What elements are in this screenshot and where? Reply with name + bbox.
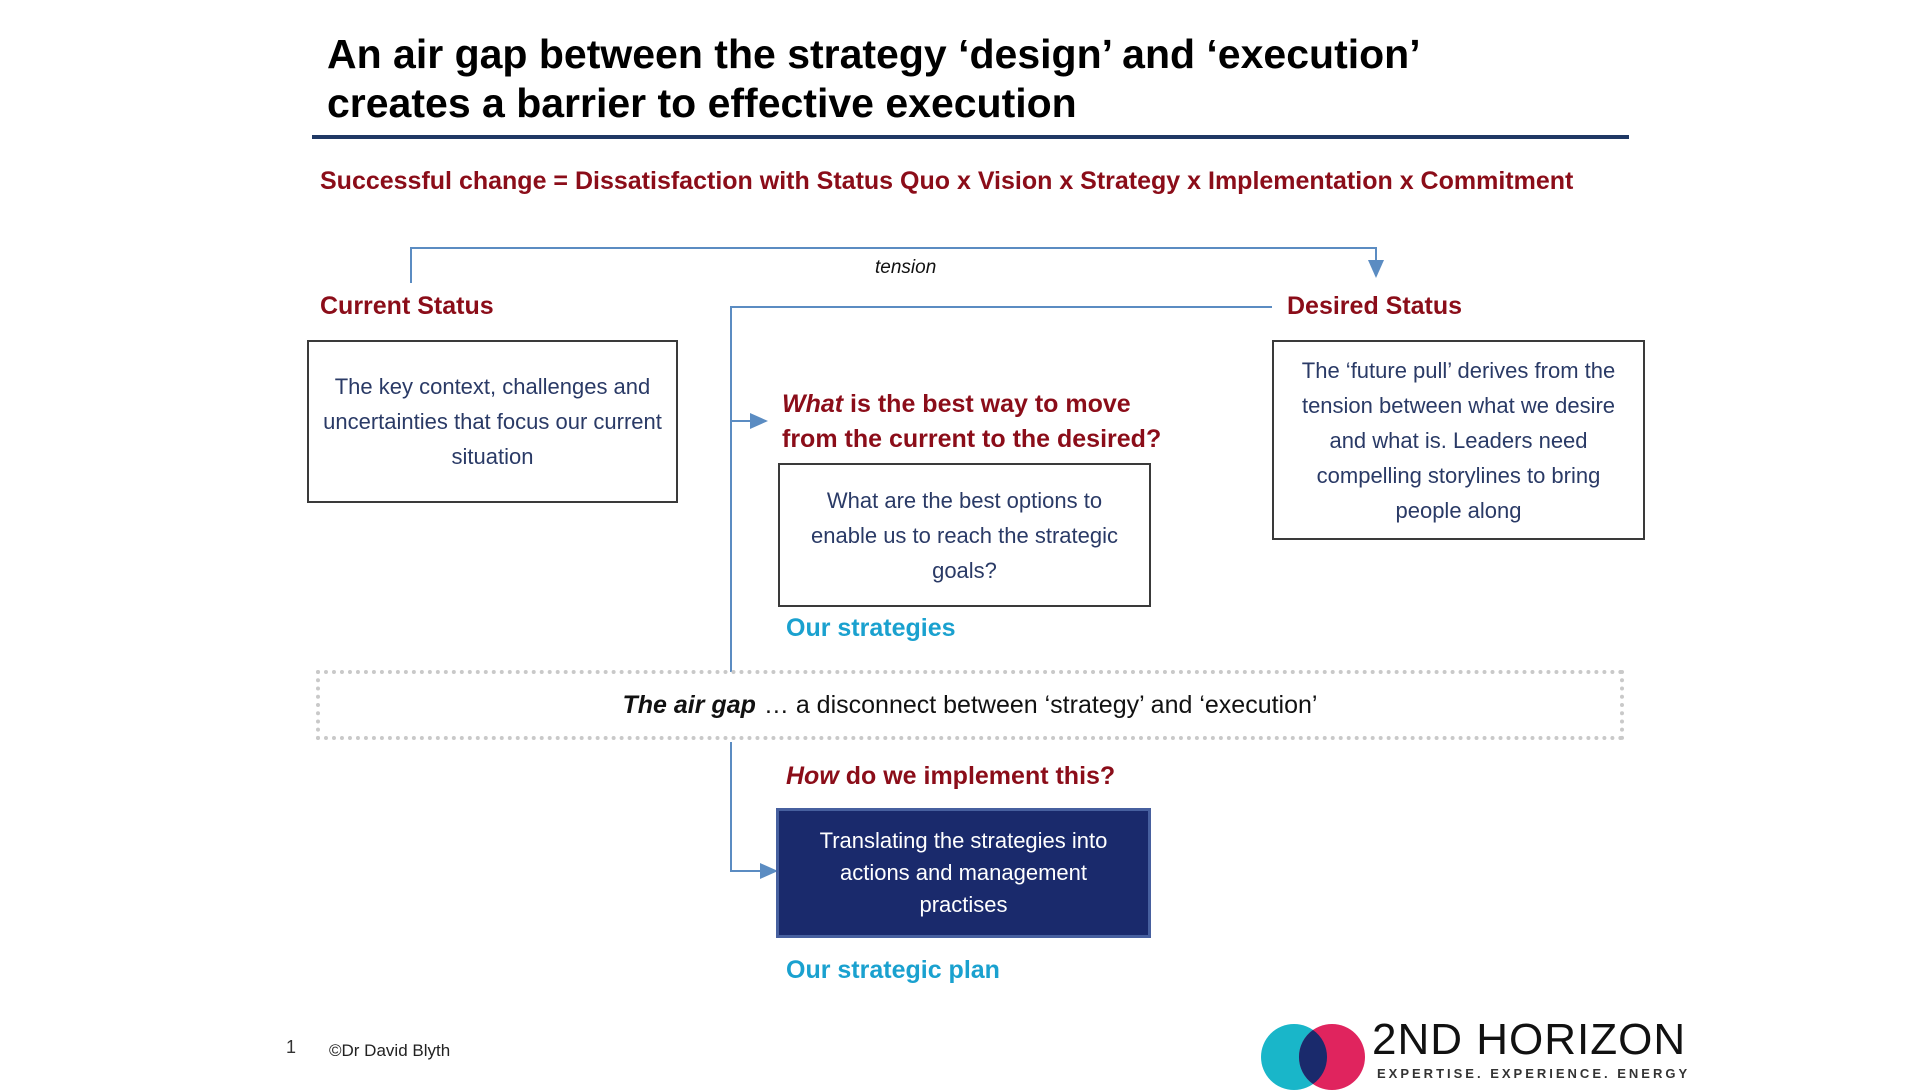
strategy-box: What are the best options to enable us t… bbox=[778, 463, 1151, 607]
our-strategic-plan-label: Our strategic plan bbox=[786, 956, 1000, 984]
desired-status-box: The ‘future pull’ derives from the tensi… bbox=[1272, 340, 1645, 540]
air-gap-banner: The air gap … a disconnect between ‘stra… bbox=[316, 670, 1624, 740]
strategy-question-emphasis: What bbox=[782, 390, 844, 418]
change-formula: Successful change = Dissatisfaction with… bbox=[320, 167, 1574, 195]
desired-status-text: The ‘future pull’ derives from the tensi… bbox=[1301, 357, 1616, 523]
current-status-box: The key context, challenges and uncertai… bbox=[307, 340, 678, 503]
copyright: ©Dr David Blyth bbox=[329, 1041, 451, 1060]
our-strategies-label: Our strategies bbox=[786, 614, 956, 642]
page-number: 1 bbox=[286, 1037, 297, 1057]
plan-question-rest: do we implement this? bbox=[838, 762, 1116, 790]
desired-to-strategy-connector bbox=[730, 306, 1272, 672]
logo-mark bbox=[1261, 1024, 1365, 1090]
logo-tagline: EXPERTISE. EXPERIENCE. ENERGY bbox=[1377, 1066, 1691, 1081]
tension-connector bbox=[410, 247, 1384, 283]
strategy-question-rest: is the best way to move bbox=[843, 390, 1131, 418]
air-gap-emphasis: The air gap bbox=[622, 690, 756, 719]
plan-question-emphasis: How bbox=[786, 762, 839, 790]
title-divider bbox=[312, 135, 1629, 139]
current-status-text: The key context, challenges and uncertai… bbox=[323, 374, 662, 469]
desired-status-heading: Desired Status bbox=[1287, 292, 1463, 320]
plan-box: Translating the strategies into actions … bbox=[776, 808, 1151, 938]
title-line-2: creates a barrier to effective execution bbox=[327, 80, 1077, 126]
slide-title: An air gap between the strategy ‘design’… bbox=[327, 30, 1627, 128]
tension-label: tension bbox=[875, 257, 937, 278]
air-gap-text: … a disconnect between ‘strategy’ and ‘e… bbox=[763, 690, 1318, 719]
strategy-text: What are the best options to enable us t… bbox=[811, 487, 1118, 583]
strategy-question-line2: from the current to the desired? bbox=[782, 425, 1162, 453]
plan-arrow bbox=[730, 742, 778, 879]
title-line-1: An air gap between the strategy ‘design’… bbox=[327, 31, 1421, 77]
strategy-question: What is the best way to move from the cu… bbox=[782, 387, 1161, 457]
plan-question: How do we implement this? bbox=[786, 762, 1115, 791]
plan-text: Translating the strategies into actions … bbox=[819, 828, 1108, 917]
logo-wordmark: 2ND HORIZON bbox=[1372, 1015, 1687, 1064]
current-status-heading: Current Status bbox=[320, 292, 494, 320]
